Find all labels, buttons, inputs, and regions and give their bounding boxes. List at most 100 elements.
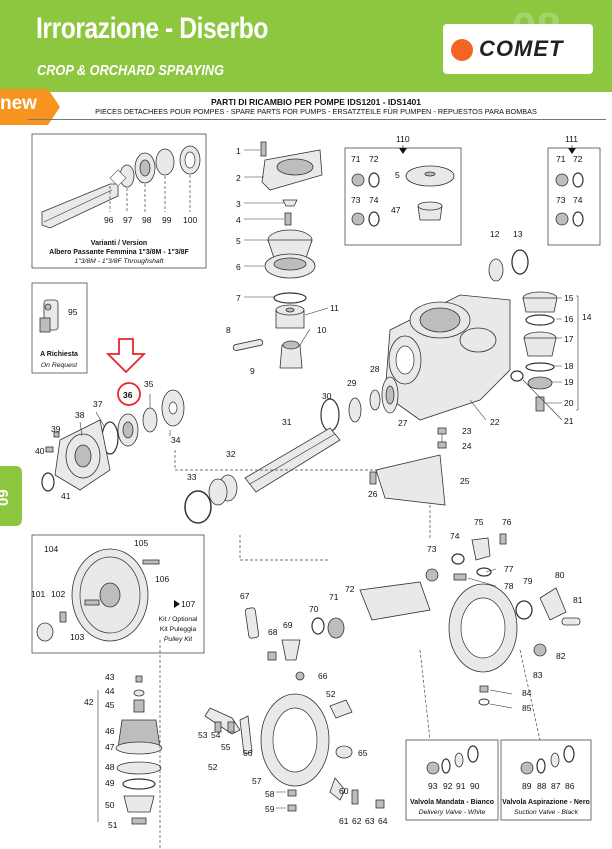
label-105: 105 (134, 538, 148, 548)
valve-71a (351, 173, 365, 187)
accumulator-assembly (115, 675, 163, 825)
label-10: 10 (317, 325, 327, 335)
side-page-tab (0, 466, 22, 526)
label-21: 21 (564, 416, 574, 426)
label-86: 86 (565, 781, 575, 791)
highlight-arrow-icon (105, 338, 147, 406)
label-31: 31 (282, 417, 292, 427)
label-50: 50 (105, 800, 115, 810)
manifold-stack-14 (510, 291, 558, 412)
bracket-25 (375, 454, 446, 506)
valve-kit-111-box (547, 147, 601, 246)
label-102: 102 (51, 589, 65, 599)
label-56: 56 (243, 748, 253, 758)
valve-kit-110-box (344, 147, 462, 246)
label-52a: 52 (326, 689, 336, 699)
label-24: 24 (462, 441, 472, 451)
delivery-caption-2: Delivery Valve - White (419, 809, 486, 816)
pulley-drawing (36, 548, 160, 642)
assembly-guide-lines (159, 450, 541, 849)
label-61: 61 (339, 816, 349, 826)
section-title: Irrorazione - Diserbo (36, 12, 268, 45)
label-74a: 74 (369, 195, 379, 205)
label-33: 33 (187, 472, 197, 482)
label-42: 42 (84, 697, 94, 707)
label-65: 65 (358, 748, 368, 758)
suction-valve-box (500, 739, 592, 821)
label-72c: 72 (345, 584, 355, 594)
valve-73b (555, 212, 569, 226)
logo-text: COMET (479, 36, 564, 61)
pulley-caption-3: Pulley Kit (164, 636, 193, 643)
on-request-caption-2: On Request (41, 362, 78, 369)
label-71c: 71 (329, 592, 339, 602)
label-98: 98 (142, 215, 152, 225)
label-17: 17 (564, 334, 574, 344)
label-37: 37 (93, 399, 103, 409)
label-55: 55 (221, 742, 231, 752)
label-30: 30 (322, 391, 332, 401)
label-71b: 71 (556, 154, 566, 164)
label-19: 19 (564, 377, 574, 387)
label-26: 26 (368, 489, 378, 499)
label-83: 83 (533, 670, 543, 680)
spacer-28 (369, 389, 381, 411)
label-72b: 72 (573, 154, 583, 164)
label-44: 44 (105, 686, 115, 696)
label-80: 80 (555, 570, 565, 580)
label-110: 110 (396, 134, 410, 144)
delivery-valve-box (405, 739, 499, 821)
label-68: 68 (268, 627, 278, 637)
label-40: 40 (35, 446, 45, 456)
label-23: 23 (462, 426, 472, 436)
label-27: 27 (398, 418, 408, 428)
label-58: 58 (265, 789, 275, 799)
label-38: 38 (75, 410, 85, 420)
label-101: 101 (31, 589, 45, 599)
on-request-caption-1: A Richiesta (40, 351, 78, 358)
label-35: 35 (144, 379, 154, 389)
label-97: 97 (123, 215, 133, 225)
label-52b: 52 (208, 762, 218, 772)
heading-divider (28, 119, 606, 120)
label-92: 92 (443, 781, 453, 791)
label-25: 25 (460, 476, 470, 486)
label-100: 100 (183, 215, 197, 225)
on-request-fitting (39, 299, 59, 333)
variant-shaft-drawing (41, 145, 201, 229)
label-4: 4 (236, 215, 241, 225)
label-62: 62 (352, 816, 362, 826)
label-47: 47 (105, 742, 115, 752)
label-74c: 74 (450, 531, 460, 541)
label-39: 39 (51, 424, 61, 434)
label-70: 70 (309, 604, 319, 614)
label-11: 11 (330, 303, 339, 313)
parts-heading-title: PARTI DI RICAMBIO PER POMPE IDS1201 - ID… (210, 97, 422, 107)
suction-caption-2: Suction Valve - Black (514, 809, 579, 816)
label-67: 67 (240, 591, 250, 601)
label-5b: 5 (395, 170, 400, 180)
label-20: 20 (564, 398, 574, 408)
label-45: 45 (105, 700, 115, 710)
label-77: 77 (504, 564, 514, 574)
variant-caption-2: Albero Passante Femmina 1"3/8M - 1"3/8F (49, 249, 189, 256)
label-2: 2 (236, 173, 241, 183)
section-subtitle: CROP & ORCHARD SPRAYING (37, 62, 225, 79)
label-103: 103 (70, 632, 84, 642)
label-72a: 72 (369, 154, 379, 164)
logo-dot-icon (451, 39, 473, 61)
label-96: 96 (104, 215, 114, 225)
label-87: 87 (551, 781, 561, 791)
label-73c: 73 (427, 544, 437, 554)
label-66: 66 (318, 671, 328, 681)
oring-74b (572, 211, 584, 227)
oring-74a (368, 211, 380, 227)
label-53: 53 (198, 730, 208, 740)
label-18: 18 (564, 361, 574, 371)
label-84: 84 (522, 688, 532, 698)
ring-33 (184, 490, 212, 524)
label-3: 3 (236, 199, 241, 209)
pulley-caption-2: Kit Puleggia (160, 626, 196, 633)
label-107: 107 (181, 599, 195, 609)
